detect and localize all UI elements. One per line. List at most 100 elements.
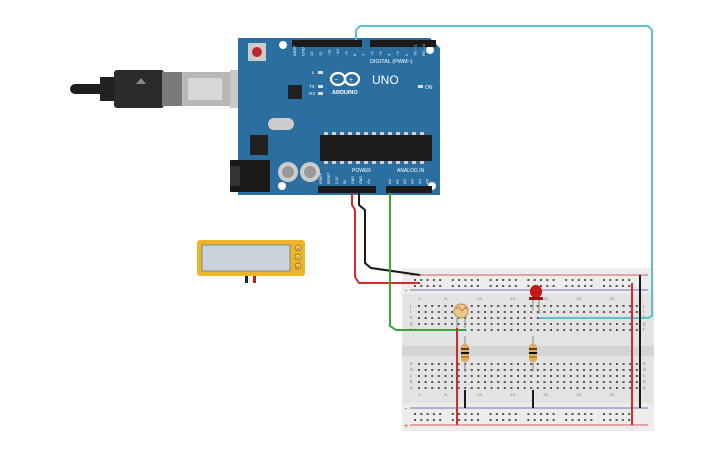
mode-dial-a[interactable] [294, 244, 302, 252]
rail-hole[interactable] [464, 285, 467, 287]
terminal-hole[interactable] [484, 369, 486, 371]
terminal-hole[interactable] [444, 305, 447, 307]
terminal-hole[interactable] [503, 317, 506, 319]
terminal-hole[interactable] [451, 323, 453, 325]
mode-dial-ohm[interactable] [294, 262, 302, 270]
terminal-hole[interactable] [431, 323, 434, 325]
rail-hole[interactable] [552, 419, 555, 421]
rail-hole[interactable] [514, 279, 517, 281]
terminal-hole[interactable] [629, 369, 632, 371]
rail-hole[interactable] [540, 279, 542, 281]
terminal-hole[interactable] [451, 387, 453, 389]
terminal-hole[interactable] [589, 329, 592, 331]
rail-hole[interactable] [432, 285, 435, 287]
terminal-hole[interactable] [444, 363, 447, 365]
terminal-hole[interactable] [418, 375, 420, 377]
rail-hole[interactable] [451, 285, 454, 287]
terminal-hole[interactable] [616, 375, 618, 377]
rail-hole[interactable] [514, 285, 517, 287]
rail-hole[interactable] [508, 413, 511, 415]
terminal-hole[interactable] [497, 317, 500, 319]
terminal-hole[interactable] [556, 363, 559, 365]
terminal-hole[interactable] [523, 387, 526, 389]
terminal-hole[interactable] [583, 387, 585, 389]
terminal-hole[interactable] [602, 311, 605, 313]
terminal-hole[interactable] [576, 387, 579, 389]
rail-hole[interactable] [533, 413, 536, 415]
terminal-hole[interactable] [550, 363, 552, 365]
terminal-hole[interactable] [635, 311, 638, 313]
terminal-hole[interactable] [490, 329, 493, 331]
terminal-hole[interactable] [418, 317, 420, 319]
terminal-hole[interactable] [616, 311, 618, 313]
terminal-hole[interactable] [418, 311, 420, 313]
mode-dial-v[interactable] [294, 253, 302, 261]
resistor-right[interactable] [529, 336, 537, 372]
terminal-hole[interactable] [583, 329, 585, 331]
terminal-hole[interactable] [576, 369, 579, 371]
terminal-hole[interactable] [596, 387, 599, 389]
terminal-hole[interactable] [484, 317, 486, 319]
terminal-hole[interactable] [510, 381, 513, 383]
rail-hole[interactable] [426, 279, 429, 281]
rail-hole[interactable] [584, 413, 587, 415]
rail-hole[interactable] [571, 285, 574, 287]
terminal-hole[interactable] [437, 317, 440, 319]
terminal-hole[interactable] [510, 369, 513, 371]
terminal-hole[interactable] [424, 375, 427, 377]
rail-hole[interactable] [590, 413, 593, 415]
terminal-hole[interactable] [635, 375, 638, 377]
terminal-hole[interactable] [431, 381, 434, 383]
terminal-hole[interactable] [556, 329, 559, 331]
terminal-hole[interactable] [543, 381, 546, 383]
rail-hole[interactable] [464, 419, 467, 421]
rail-hole[interactable] [458, 285, 461, 287]
terminal-hole[interactable] [635, 329, 638, 331]
terminal-hole[interactable] [490, 317, 493, 319]
terminal-hole[interactable] [622, 311, 625, 313]
terminal-hole[interactable] [431, 387, 434, 389]
terminal-hole[interactable] [609, 387, 612, 389]
terminal-hole[interactable] [596, 369, 599, 371]
terminal-hole[interactable] [550, 375, 552, 377]
terminal-hole[interactable] [616, 305, 618, 307]
terminal-hole[interactable] [536, 387, 539, 389]
terminal-hole[interactable] [517, 317, 519, 319]
terminal-hole[interactable] [602, 375, 605, 377]
rail-hole[interactable] [565, 419, 568, 421]
terminal-hole[interactable] [497, 369, 500, 371]
rail-hole[interactable] [477, 413, 479, 415]
rail-hole[interactable] [540, 419, 542, 421]
rail-hole[interactable] [628, 413, 631, 415]
multimeter[interactable]: A V Ω [197, 240, 305, 283]
terminal-hole[interactable] [451, 375, 453, 377]
rail-hole[interactable] [502, 413, 505, 415]
terminal-hole[interactable] [530, 329, 533, 331]
rail-hole[interactable] [571, 279, 574, 281]
terminal-hole[interactable] [418, 323, 420, 325]
terminal-hole[interactable] [635, 387, 638, 389]
rail-hole[interactable] [590, 285, 593, 287]
terminal-hole[interactable] [503, 369, 506, 371]
terminal-hole[interactable] [530, 369, 533, 371]
rail-hole[interactable] [603, 419, 605, 421]
terminal-hole[interactable] [602, 387, 605, 389]
terminal-hole[interactable] [589, 381, 592, 383]
terminal-hole[interactable] [609, 323, 612, 325]
rail-hole[interactable] [451, 279, 454, 281]
terminal-hole[interactable] [484, 329, 486, 331]
terminal-hole[interactable] [569, 311, 572, 313]
rail-hole[interactable] [464, 413, 467, 415]
terminal-hole[interactable] [536, 329, 539, 331]
terminal-hole[interactable] [536, 381, 539, 383]
terminal-hole[interactable] [484, 387, 486, 389]
terminal-hole[interactable] [497, 329, 500, 331]
terminal-hole[interactable] [418, 381, 420, 383]
terminal-hole[interactable] [569, 381, 572, 383]
photoresistor[interactable] [453, 303, 469, 328]
terminal-hole[interactable] [477, 323, 480, 325]
terminal-hole[interactable] [497, 387, 500, 389]
rail-hole[interactable] [414, 285, 416, 287]
terminal-hole[interactable] [596, 305, 599, 307]
terminal-hole[interactable] [563, 305, 566, 307]
